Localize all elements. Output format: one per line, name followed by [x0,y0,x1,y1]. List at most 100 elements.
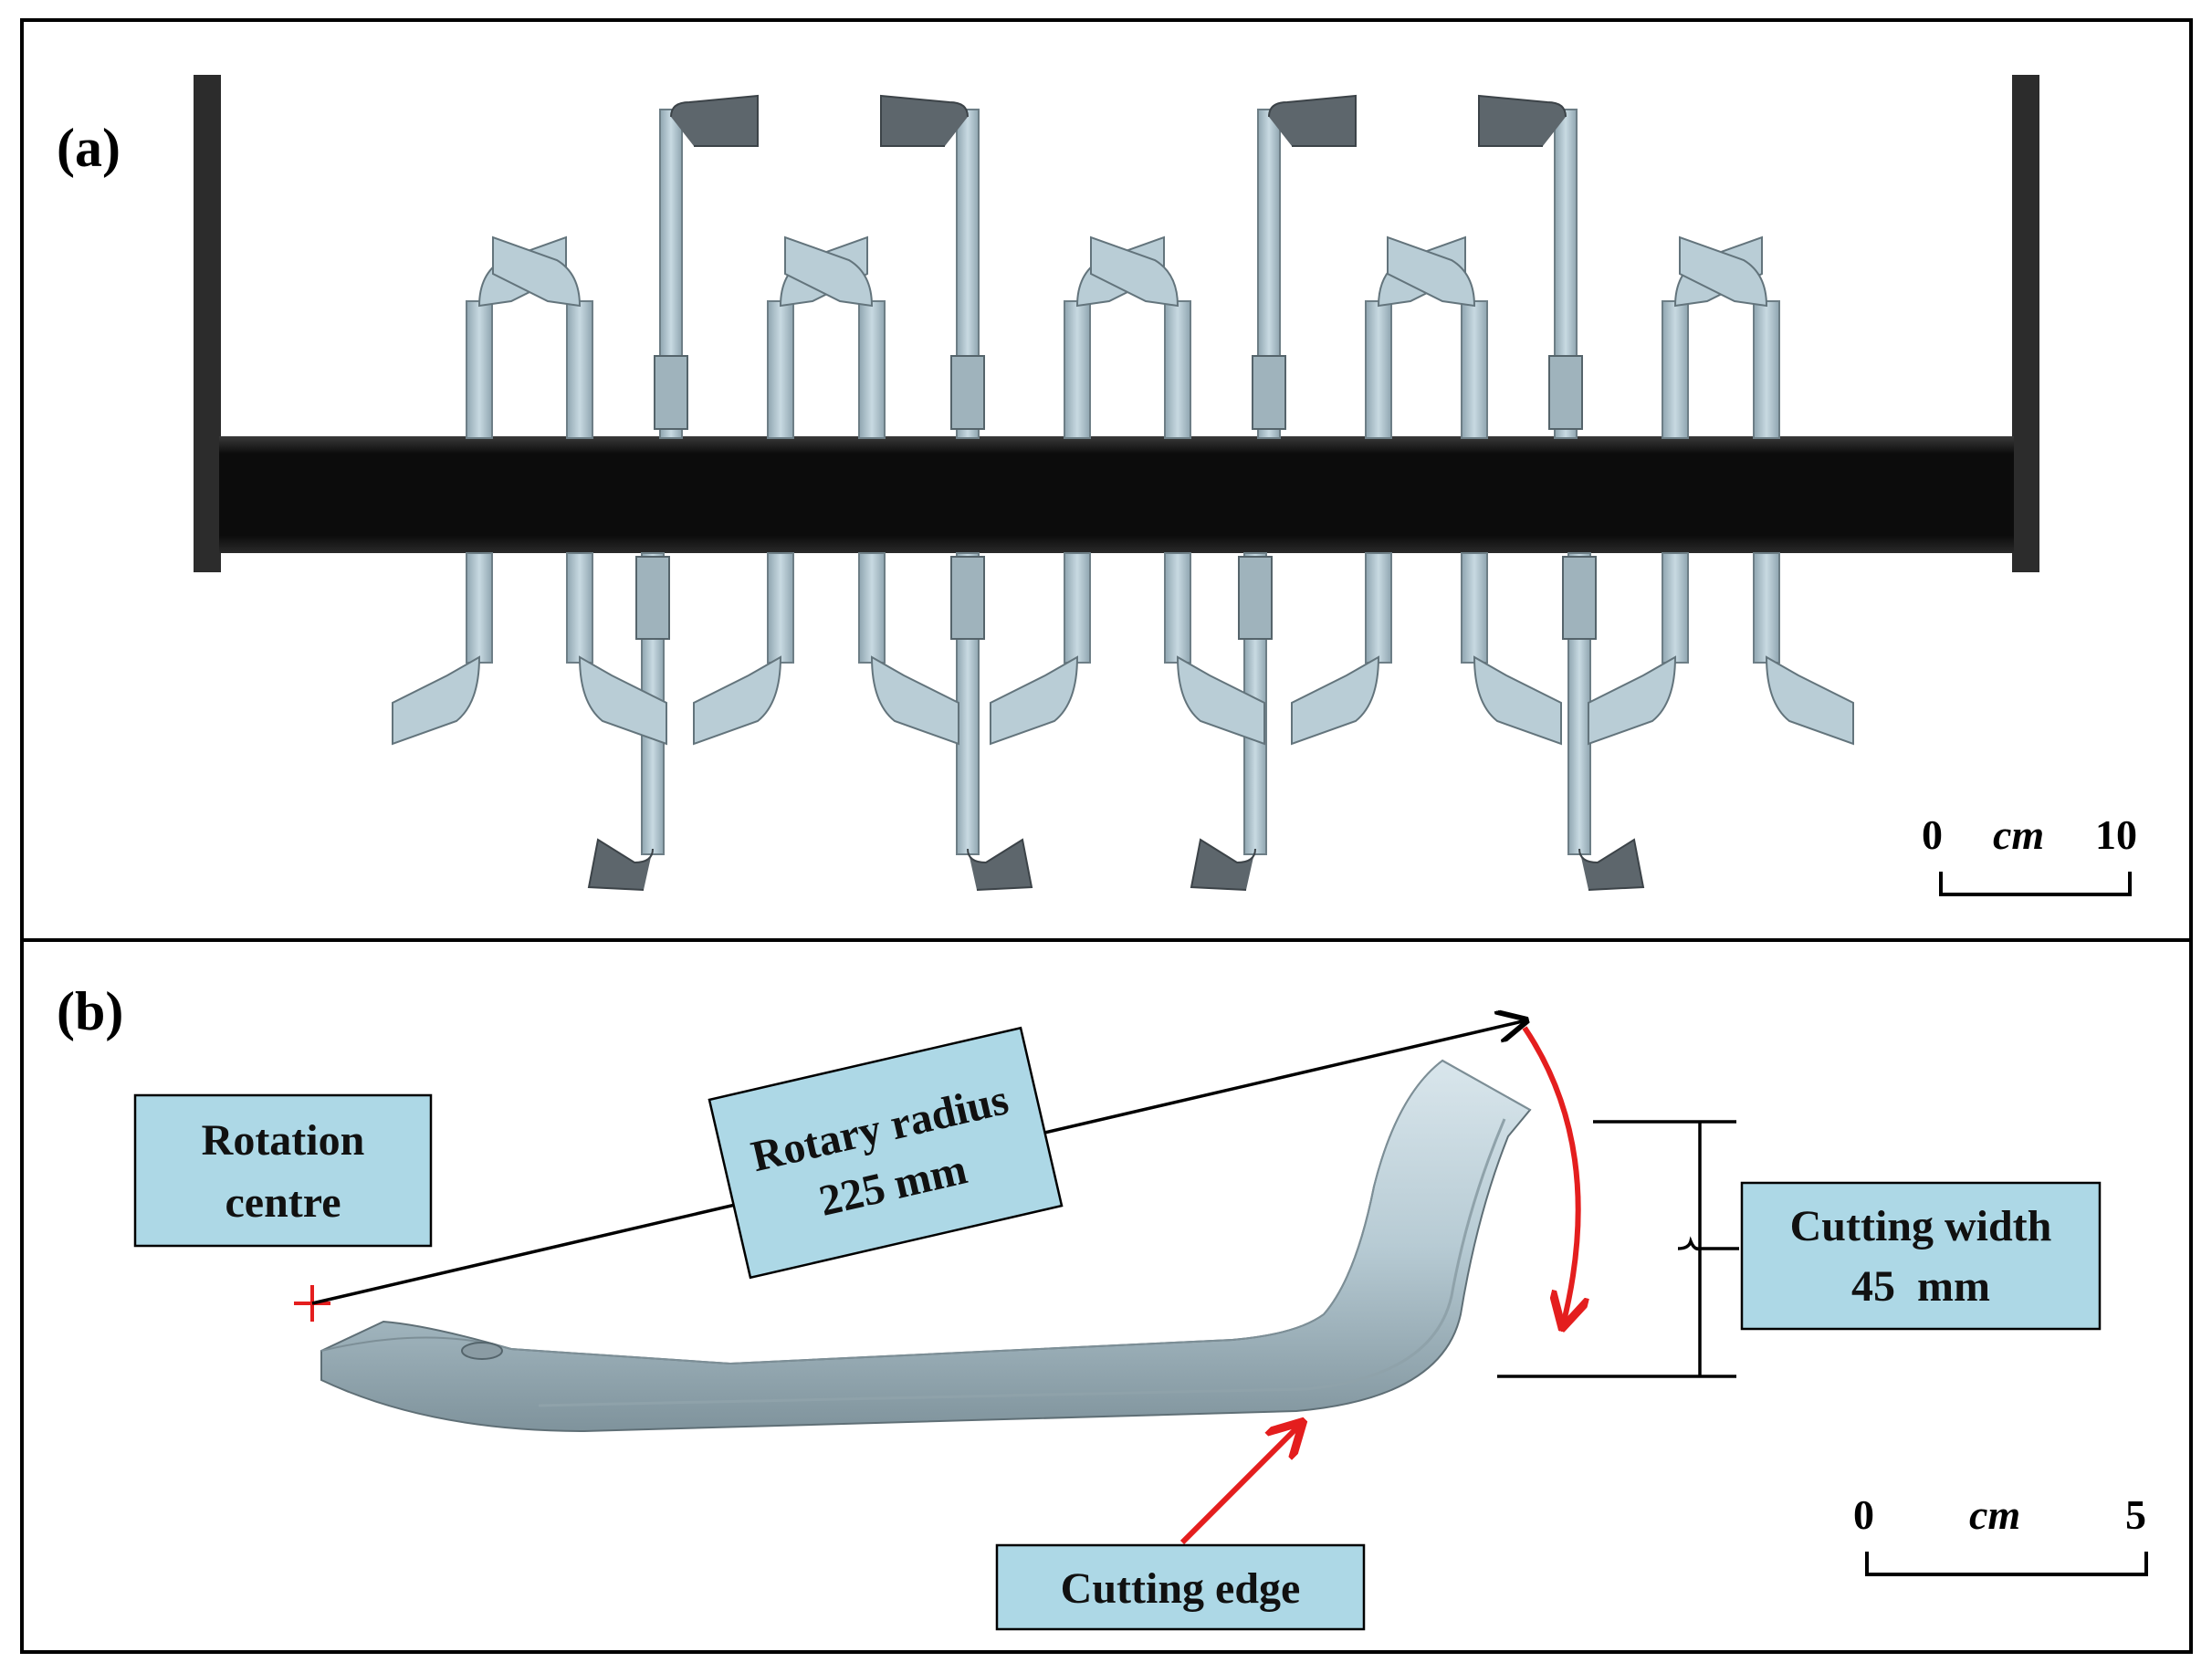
blade-wing [870,655,959,746]
scale-b-unit: cm [1969,1491,2020,1538]
scale-a-unit: cm [1993,811,2044,858]
blade-wing [1090,235,1179,308]
panel-b-label: (b) [57,981,123,1041]
rotation-centre-line1: Rotation [202,1116,365,1165]
tall-blade-up [1478,94,1583,439]
short-blade-down [1588,552,1689,746]
blade-shank [1753,300,1780,439]
mounting-hole [461,1342,503,1360]
cutting-width-line1: Cutting width [1790,1202,2052,1250]
blade-holder [654,355,688,430]
short-blade-down [1753,552,1854,746]
blade-shank [1461,552,1488,664]
blade-shank [566,300,593,439]
scale-bar-a: 0 cm 10 [1922,811,2137,896]
lower-blades [392,552,1854,891]
blade-shank [466,552,493,664]
blade-shank [767,552,794,664]
rotation-centre-callout: Rotation centre [133,1093,433,1248]
blade-wing [784,235,874,308]
scale-bar-b: 0 cm 5 [1853,1491,2148,1576]
blade-wing [1473,655,1562,746]
blade-shank [1662,552,1689,664]
tall-blade-up [1252,94,1357,439]
short-blade-down [1164,552,1265,746]
cutting-width-bracket [1497,1120,1739,1378]
blade-tip [587,838,654,891]
rotor-shaft [219,436,2014,553]
blade-shank [1164,552,1191,664]
blade-shank [566,552,593,664]
blade-shank [858,300,886,439]
rotation-direction-arrow [1522,1026,1578,1325]
blade-shank [1164,300,1191,439]
blade-wing [492,235,582,308]
blade-wing [578,655,667,746]
short-blade-up [492,235,593,439]
short-blade-down [858,552,959,746]
cutting-width-callout: Cutting width 45 mm [1740,1181,2102,1331]
blade-holder [950,355,985,430]
blade-tip [1578,838,1645,891]
blade-wing [1387,235,1476,308]
right-side-plate [2012,75,2039,572]
tall-blade-down [1562,552,1645,891]
scale-b-bar [1865,1552,2148,1576]
scale-a-start: 0 [1922,811,1943,858]
cutting-edge-callout: Cutting edge [995,1543,1366,1631]
tiller-blade [320,1059,1532,1433]
short-blade-down [1461,552,1562,746]
blade-shank [1365,300,1392,439]
blade-wing [1176,655,1265,746]
blade-edge-bevel [538,1118,1506,1407]
short-blade-up [1090,235,1191,439]
scale-b-end: 5 [2125,1491,2146,1538]
blade-shank [767,300,794,439]
short-blade-down [693,552,794,746]
short-blade-down [1291,552,1392,746]
cutting-width-line2: 45 mm [1851,1262,1990,1311]
panel-a-label: (a) [57,118,121,178]
blade-shank [1753,552,1780,664]
short-blade-up [1387,235,1488,439]
cutting-edge-arrow [1179,1424,1301,1545]
blade-holder [635,556,670,640]
blade-holder [950,556,985,640]
blade-wing [1588,655,1677,746]
blade-wing [1291,655,1380,746]
blade-wing [1679,235,1768,308]
blade-holder [1238,556,1273,640]
blade-shank [466,300,493,439]
blade-shank [1064,552,1091,664]
scale-b-start: 0 [1853,1491,1874,1538]
short-blade-up [466,235,567,439]
rotary-radius-callout: Rotary radius 225 mm [708,1026,1064,1280]
tall-blade-up [654,94,759,439]
blade-wing [990,655,1079,746]
blade-wing [693,655,782,746]
short-blade-up [1679,235,1780,439]
blade-tip [670,94,759,147]
blade-tip [967,838,1033,891]
tall-blade-up [880,94,985,439]
short-blade-down [566,552,667,746]
blade-top-face [320,1059,1531,1365]
blade-shank [1461,300,1488,439]
cutting-edge-label: Cutting edge [1061,1564,1301,1613]
short-blade-up [784,235,886,439]
blade-wing [1765,655,1854,746]
blade-shank [1365,552,1392,664]
blade-shank [858,552,886,664]
upper-blades [466,94,1780,439]
blade-holder [1562,556,1597,640]
short-blade-down [392,552,493,746]
scale-a-bar [1939,872,2132,896]
blade-shank [1064,300,1091,439]
blade-wing [392,655,481,746]
blade-tip [1268,94,1357,147]
blade-holder [1252,355,1286,430]
rotation-centre-line2: centre [225,1178,341,1227]
blade-tip [1190,838,1256,891]
scale-a-end: 10 [2095,811,2137,858]
